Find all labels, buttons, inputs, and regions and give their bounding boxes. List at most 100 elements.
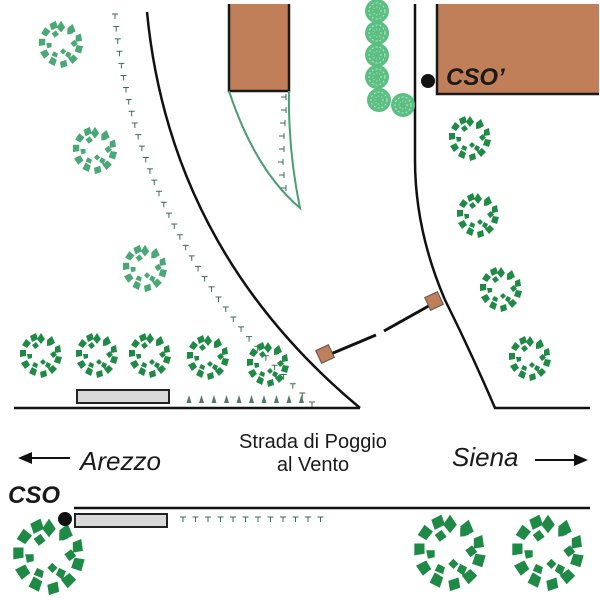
bollard-tick [128, 110, 136, 117]
hedge-icon [390, 92, 416, 118]
bollard-tick [131, 122, 139, 129]
hedge-icon [366, 87, 392, 113]
bollard-tick [146, 168, 154, 175]
bollard-tick [204, 516, 212, 523]
bollard-tick [289, 383, 297, 390]
city-label-east: Siena [452, 442, 519, 472]
hedge-icon [364, 20, 390, 46]
bench-north [76, 389, 170, 404]
bollard-tick [188, 255, 196, 262]
bollard-cone [286, 395, 292, 403]
bollard-tick [267, 516, 274, 523]
arrow-right-icon [535, 454, 588, 466]
bollard-tick [150, 179, 158, 186]
bollard-tick [115, 50, 123, 57]
bollard-tick [292, 516, 299, 523]
street-name-line2: al Vento [276, 454, 350, 476]
tree-icon [187, 335, 229, 380]
tree-icon [449, 116, 491, 161]
hedge-icon [364, 0, 390, 24]
tree-icon [72, 126, 118, 175]
tree-icon [509, 336, 551, 381]
bollard-tick [155, 190, 163, 197]
bollard-tick [222, 306, 230, 313]
bollard-tick [114, 38, 122, 45]
bollard-tick [254, 516, 262, 523]
planter-ticks [277, 93, 287, 192]
cso-prime-label: CSO’ [446, 64, 505, 91]
bollard-tick [308, 401, 316, 408]
road-edge-right-curve [413, 4, 590, 410]
bollard-tick [182, 244, 190, 251]
tree-icon [20, 333, 62, 378]
bollard-tick [194, 265, 202, 272]
tree-icon [512, 514, 584, 592]
hedge-icon [364, 42, 390, 68]
tree-icon [122, 244, 168, 293]
bollard-tick [271, 364, 279, 371]
bollard-tick [201, 276, 209, 283]
building-top-left [227, 4, 291, 93]
planter-wedge [228, 90, 302, 211]
bollard-tick [160, 201, 168, 208]
bollard-tick [217, 516, 224, 523]
bollard-tick [242, 516, 249, 523]
bollard-tick [207, 286, 215, 293]
tree-icon [76, 333, 118, 378]
bollard-cone [211, 395, 217, 403]
cso-label: CSO [8, 482, 61, 509]
bollard-tick [170, 223, 178, 230]
bollard-tick [237, 326, 245, 333]
tree-icon [13, 518, 85, 596]
bollard-tick [142, 157, 150, 164]
bollard-cone [261, 395, 267, 403]
bollard-tick [112, 26, 120, 33]
bollard-cone [186, 395, 192, 403]
cso-prime-point-icon [421, 74, 435, 88]
bollard-tick [192, 516, 199, 523]
bollard-cone [224, 395, 229, 403]
sensor-box-left [315, 344, 335, 364]
bollard-tick [179, 516, 187, 523]
bollard-row-south [179, 516, 324, 523]
tree-icon [414, 514, 486, 592]
bollard-cone [236, 395, 242, 403]
sensor-box-right [424, 291, 444, 311]
bollard-tick [122, 87, 130, 94]
street-name-line1: Strada di Poggio [239, 431, 387, 453]
bollard-tick [229, 316, 237, 323]
bollard-tick [304, 516, 312, 523]
cso-point-icon [58, 512, 72, 526]
bollard-tick [279, 516, 287, 523]
bollard-tick [245, 336, 253, 343]
arrow-left-icon [18, 452, 70, 464]
building-top-right [435, 4, 599, 96]
tree-icon [480, 267, 522, 312]
bollard-row-north [186, 395, 304, 403]
tree-icon [247, 342, 289, 387]
bollard-tick [229, 516, 237, 523]
tree-icon [38, 20, 84, 69]
bollard-tick [176, 234, 184, 241]
street-name: Strada di Poggio al Vento [213, 431, 413, 477]
hedge-column [364, 0, 416, 118]
bench-south [74, 513, 168, 528]
bollard-tick [138, 145, 146, 152]
tree-icon [129, 333, 171, 378]
hedge-icon [364, 64, 390, 90]
bollard-cone [249, 395, 254, 403]
bollard-tick [165, 212, 173, 219]
bollard-tick [117, 62, 125, 69]
bollard-cone [199, 395, 204, 403]
bollard-tick [317, 516, 324, 523]
bollard-tick [125, 98, 133, 105]
bollard-cone [299, 395, 304, 403]
bollard-cone [274, 395, 279, 403]
bollard-tick [214, 296, 222, 303]
city-label-west: Arezzo [80, 446, 161, 476]
bollard-tick [111, 13, 119, 20]
camera-link [315, 291, 444, 364]
road-edge-left-curve [145, 11, 361, 409]
